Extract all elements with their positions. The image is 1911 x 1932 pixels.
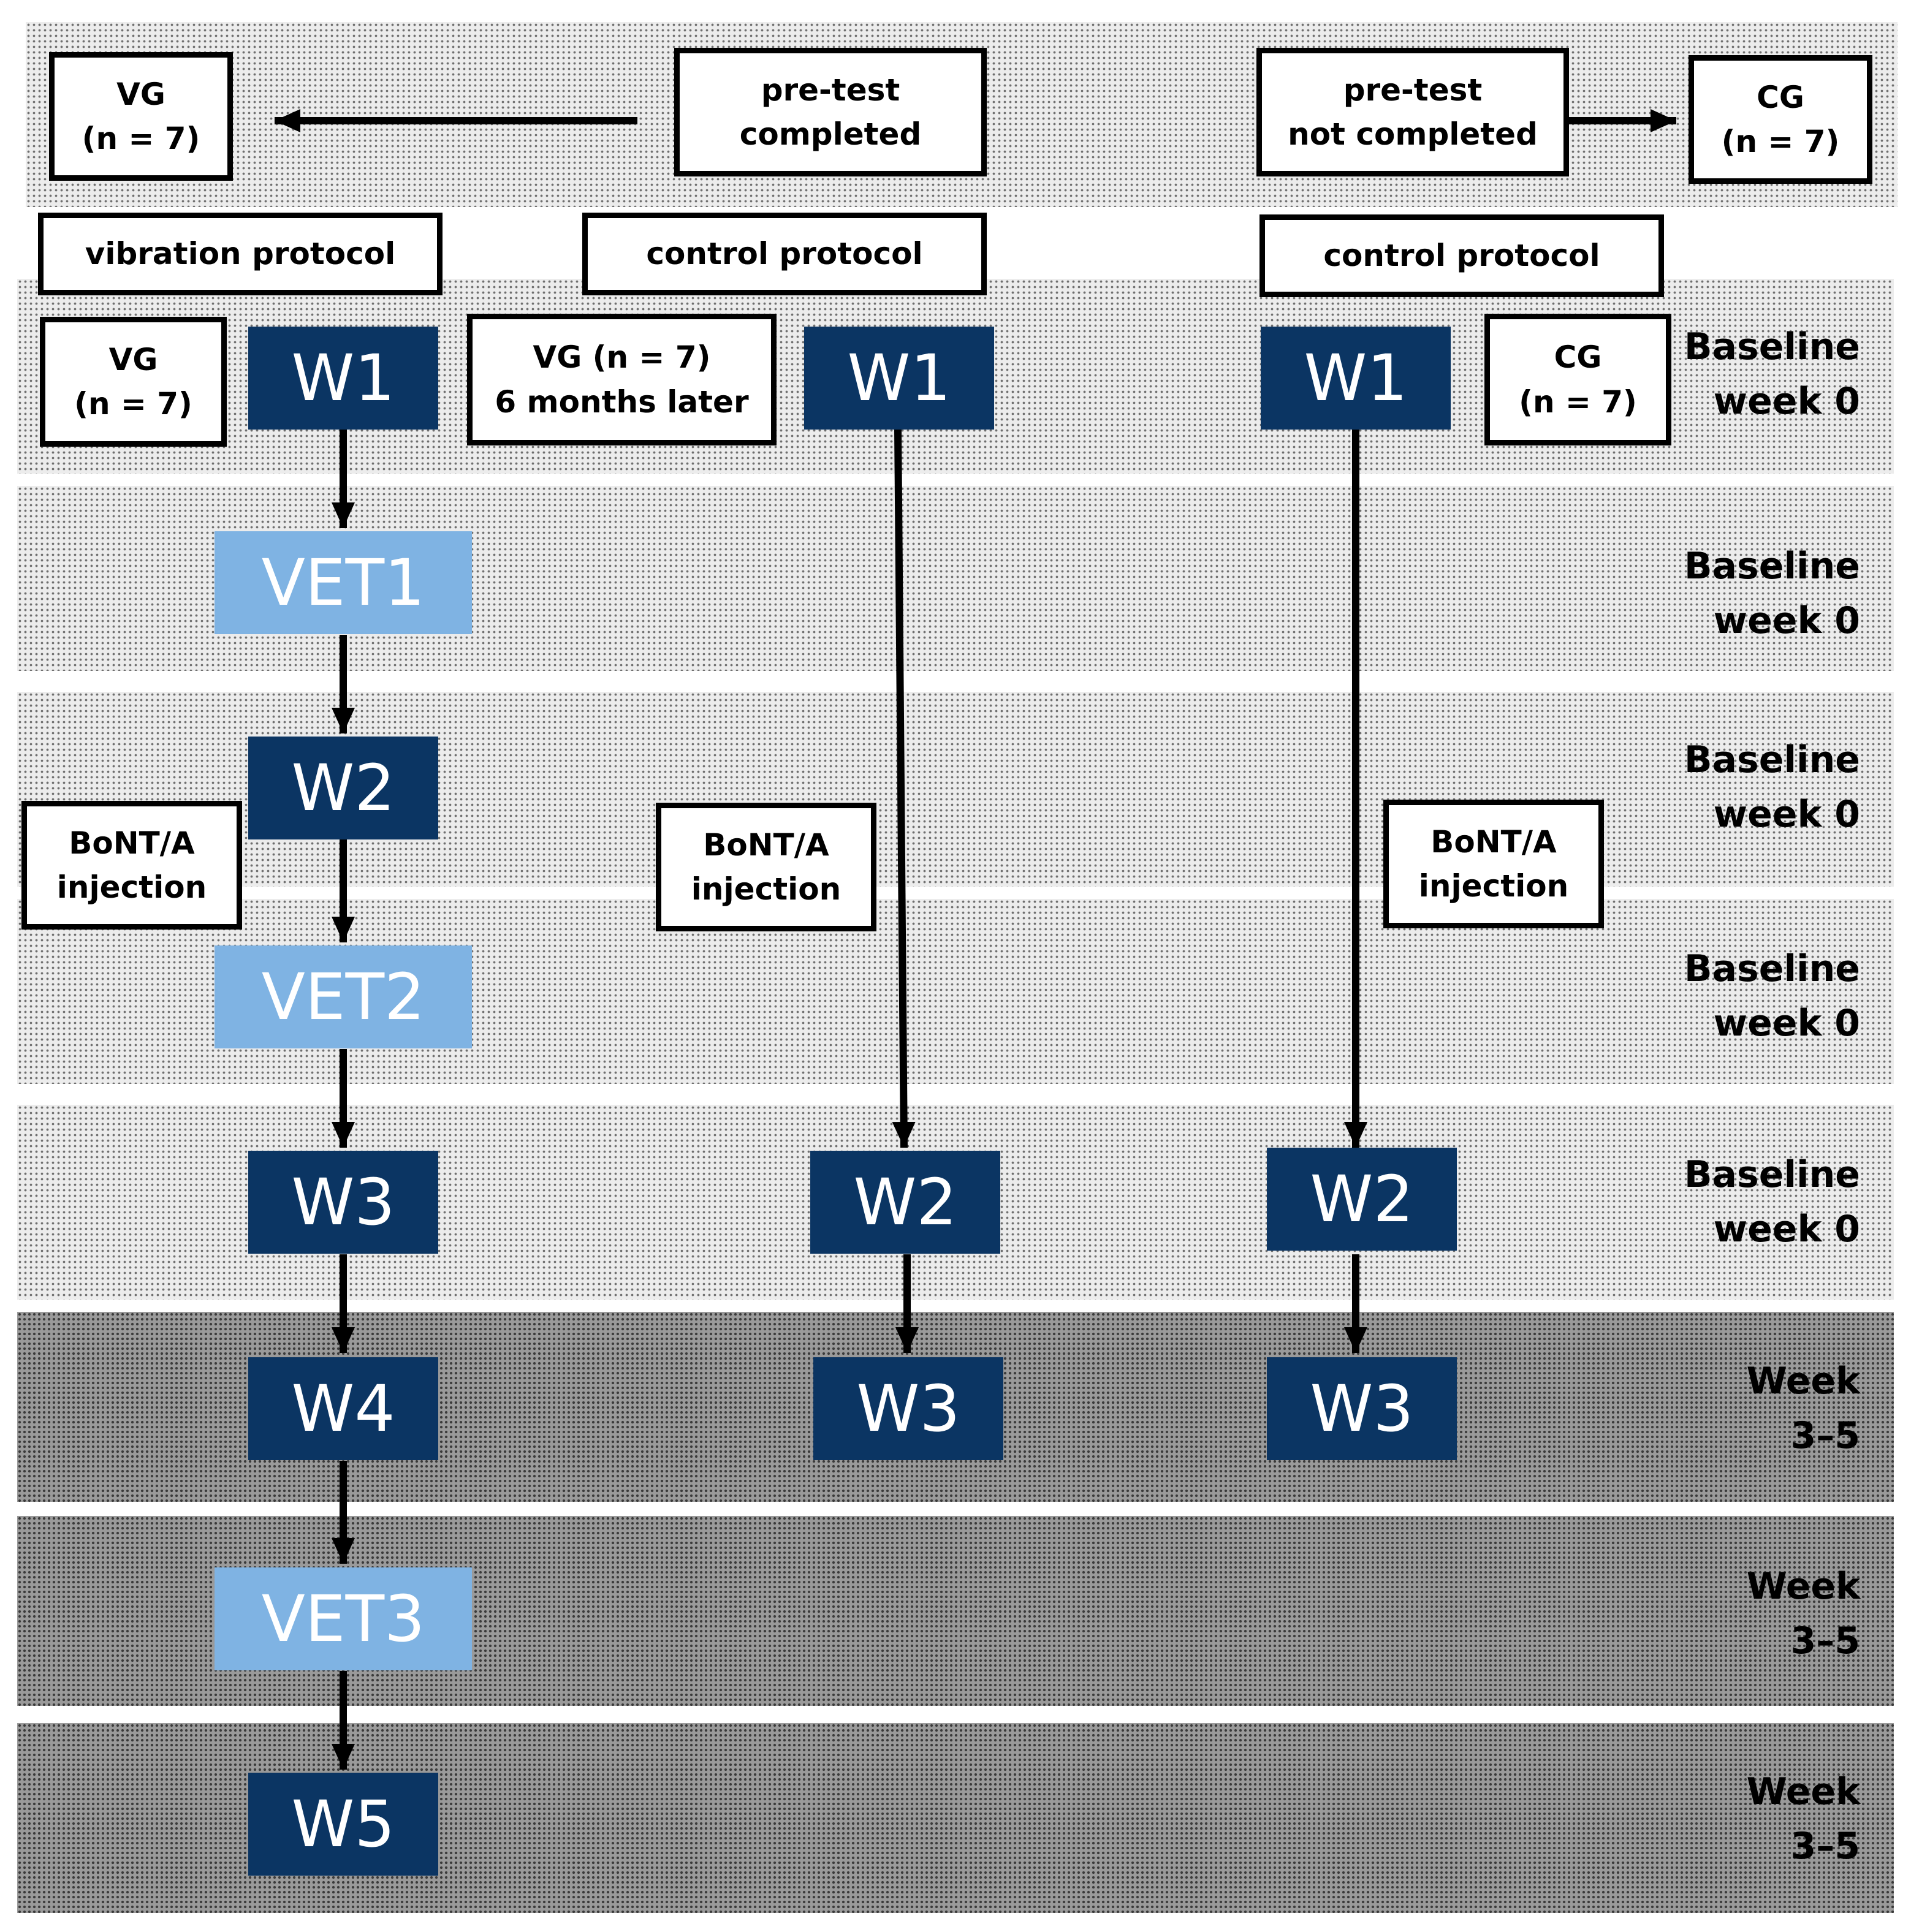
control2-w2-box: W2 (1267, 1148, 1457, 1251)
vibration-vet1-box: VET1 (215, 531, 472, 634)
vibration-w5-box: W5 (248, 1773, 438, 1876)
vg-later-box: VG (n = 7) 6 months later (467, 314, 777, 445)
vibration-protocol-box: vibration protocol (38, 213, 443, 295)
injection-box-control-1: BoNT/A injection (656, 803, 876, 931)
injection-box-control-2: BoNT/A injection (1383, 800, 1604, 928)
vibration-w4-box: W4 (248, 1357, 438, 1460)
row-label-2: Baseline week 0 (1684, 545, 1860, 642)
row-label-8: Week 3–5 (1746, 1770, 1860, 1868)
vg-start-box: VG (n = 7) (40, 317, 227, 447)
row-band-8 (17, 1723, 1894, 1913)
cg-start-box: CG (n = 7) (1484, 314, 1671, 445)
control2-w1-box: W1 (1261, 327, 1451, 430)
control-protocol-box-2: control protocol (1259, 214, 1664, 297)
row-label-3: Baseline week 0 (1684, 738, 1860, 836)
vibration-w3-box: W3 (248, 1151, 438, 1254)
row-label-6: Week 3–5 (1746, 1360, 1860, 1457)
control1-w3-box: W3 (813, 1357, 1003, 1460)
pretest-completed-box: pre-test completed (674, 48, 987, 176)
control-protocol-box-1: control protocol (582, 213, 987, 295)
vg-group-box: VG (n = 7) (49, 52, 233, 181)
control2-w3-box: W3 (1267, 1357, 1457, 1460)
vibration-vet2-box: VET2 (215, 945, 472, 1048)
row-label-4: Baseline week 0 (1684, 947, 1860, 1045)
pretest-not-completed-box: pre-test not completed (1256, 48, 1569, 176)
row-label-5: Baseline week 0 (1684, 1153, 1860, 1251)
injection-box-vibration: BoNT/A injection (21, 801, 242, 930)
control1-w1-box: W1 (804, 327, 994, 430)
row-label-7: Week 3–5 (1746, 1565, 1860, 1662)
vibration-w1-box: W1 (248, 327, 438, 430)
vibration-vet3-box: VET3 (215, 1567, 472, 1670)
row-label-1: Baseline week 0 (1684, 325, 1860, 423)
row-band-7 (17, 1516, 1894, 1706)
vibration-w2-box: W2 (248, 737, 438, 839)
cg-group-box: CG (n = 7) (1689, 55, 1872, 184)
control1-w2-box: W2 (810, 1151, 1000, 1254)
